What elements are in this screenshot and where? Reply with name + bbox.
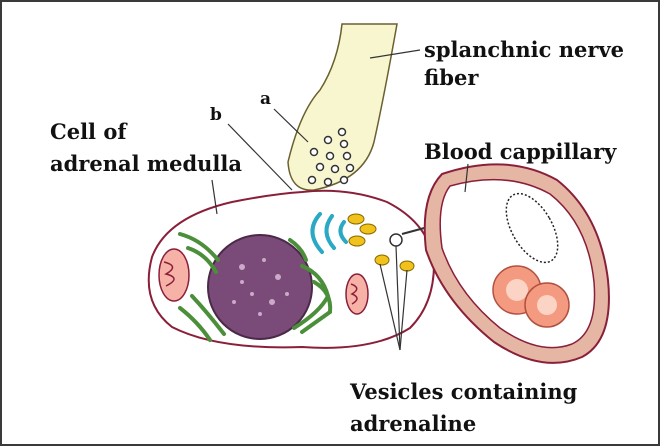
label-b: b <box>210 106 222 126</box>
mitochondrion-left <box>159 249 189 301</box>
mitochondrion-right <box>346 274 368 314</box>
label-cell-line1: Cell of <box>50 120 126 144</box>
label-vesicles-line2: adrenaline <box>350 412 476 436</box>
label-nerve-line2: fiber <box>424 66 478 90</box>
nucleus <box>208 235 312 339</box>
label-blood-capillary: Blood cappillary <box>424 140 616 164</box>
label-vesicles-line1: Vesicles containing <box>350 380 577 404</box>
exocytosis-vesicle <box>390 234 402 246</box>
label-cell-line2: adrenal medulla <box>50 152 242 176</box>
label-a: a <box>260 90 271 110</box>
splanchnic-nerve-fiber <box>288 24 397 190</box>
label-nerve-line1: splanchnic nerve <box>424 38 624 62</box>
